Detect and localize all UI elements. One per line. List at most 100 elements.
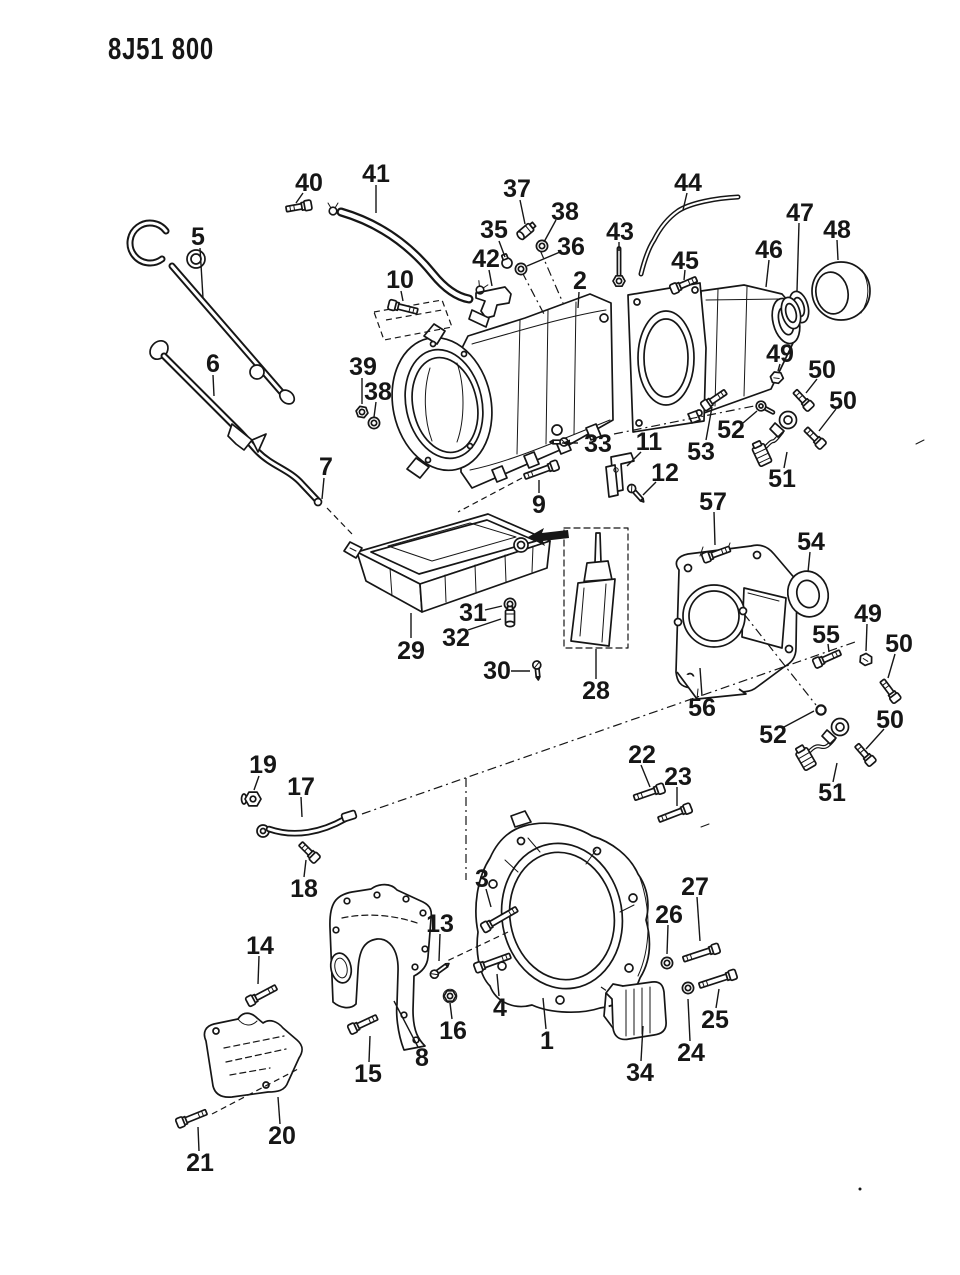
callout-11: 11: [636, 428, 663, 456]
part-oring: [815, 704, 827, 716]
callout-19: 19: [249, 751, 277, 779]
leader-48: [836, 239, 839, 261]
callout-36: 36: [557, 233, 585, 261]
part-washer: [514, 262, 528, 276]
callout-7: 7: [319, 453, 333, 481]
callout-38: 38: [551, 198, 579, 226]
part-bolt: [854, 742, 877, 767]
cooler-tube-art: [256, 809, 358, 838]
callout-57: 57: [699, 488, 727, 516]
part-clamp: [327, 202, 339, 216]
callout-42: 42: [472, 245, 500, 273]
callout-47: 47: [786, 199, 814, 227]
part-capnut: [501, 253, 513, 269]
callout-6: 6: [206, 350, 220, 378]
callout-12: 12: [651, 459, 679, 487]
leader-17: [300, 796, 303, 818]
transmission-case-art: [391, 293, 614, 489]
callout-26: 26: [655, 901, 683, 929]
callout-32: 32: [442, 624, 470, 652]
leader-47: [796, 222, 800, 292]
leader-52: [783, 710, 815, 728]
part-seal: [786, 570, 830, 618]
callout-50: 50: [808, 356, 836, 384]
callout-18: 18: [290, 875, 318, 903]
leader-24: [687, 998, 691, 1042]
leader-12: [642, 481, 657, 496]
part-bolt: [346, 1014, 379, 1035]
leader-53: [705, 406, 713, 441]
leader-37: [519, 199, 526, 225]
callout-52: 52: [759, 721, 787, 749]
callout-16: 16: [439, 1017, 467, 1045]
leader-14: [257, 955, 260, 985]
callout-24: 24: [677, 1039, 705, 1067]
leader-52: [742, 410, 758, 424]
part-bolt: [174, 1108, 208, 1129]
part-plug: [504, 605, 516, 628]
callout-37: 37: [503, 175, 531, 203]
part-nut: [355, 405, 369, 419]
part-bolt: [285, 199, 313, 213]
callout-3: 3: [475, 865, 489, 893]
leader-34: [640, 1025, 644, 1062]
part-washer: [535, 239, 549, 253]
part-nut: [612, 274, 626, 288]
callout-55: 55: [812, 621, 840, 649]
part-clamp: [475, 280, 489, 295]
part-nut: [442, 988, 458, 1004]
callout-30: 30: [483, 657, 511, 685]
leader-13: [438, 933, 441, 962]
oil-pan-art: [343, 513, 569, 613]
callout-5: 5: [191, 223, 205, 251]
callout-50: 50: [885, 630, 913, 658]
leader-51: [832, 762, 838, 783]
callout-2: 2: [573, 267, 587, 295]
callout-45: 45: [671, 247, 699, 275]
leader-4: [496, 973, 500, 997]
inspection-cover-art: [203, 1012, 303, 1098]
callout-4: 4: [493, 994, 507, 1022]
leader-51: [783, 451, 788, 469]
callout-49: 49: [854, 600, 882, 628]
callout-43: 43: [606, 218, 634, 246]
leader-15: [368, 1035, 371, 1063]
part-clip: [859, 652, 873, 667]
callout-9: 9: [532, 491, 546, 519]
leader-40: [295, 192, 304, 204]
callout-46: 46: [755, 236, 783, 264]
leader-27: [696, 896, 701, 942]
part-screw: [531, 660, 542, 681]
leader-42: [488, 269, 493, 287]
callout-41: 41: [362, 160, 390, 188]
callout-35: 35: [480, 216, 508, 244]
part-banjo: [240, 791, 262, 807]
callout-52: 52: [717, 416, 745, 444]
leader-16: [449, 1002, 453, 1020]
callout-28: 28: [582, 677, 610, 705]
leader-32: [467, 618, 502, 631]
line-artwork: [126, 194, 925, 1191]
hardware-layer: [174, 199, 902, 1129]
callout-38: 38: [364, 378, 392, 406]
part-bolt: [472, 952, 512, 974]
part-pin: [616, 246, 622, 278]
callout-56: 56: [688, 694, 716, 722]
bell-housing-art: [475, 810, 651, 1014]
part-sensor: [795, 717, 850, 772]
drawing-number: 8J51 800: [108, 31, 214, 66]
leader-38: [373, 401, 377, 418]
callout-21: 21: [186, 1149, 214, 1177]
leader-38: [543, 219, 557, 243]
leader-31: [484, 605, 503, 611]
part-bolt: [698, 968, 739, 989]
part-bolt: [811, 649, 842, 669]
lever-bracket-art: [605, 452, 635, 498]
vent-hose-art: [336, 207, 474, 304]
leader-55: [827, 643, 830, 653]
part-seal: [780, 296, 802, 330]
part-screw: [429, 962, 450, 980]
part-bolt: [479, 906, 519, 934]
